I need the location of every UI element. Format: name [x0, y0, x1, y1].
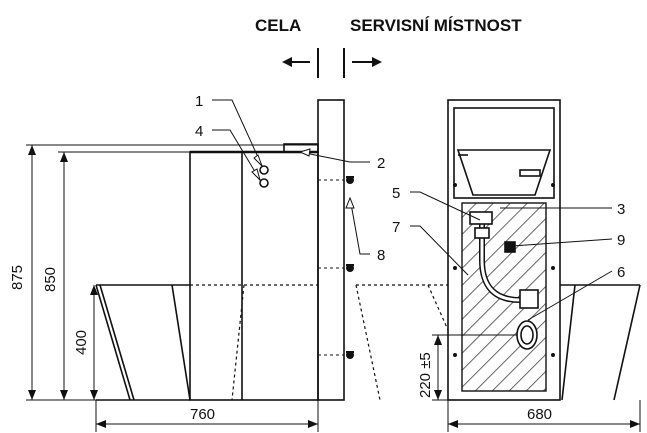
- callout-8: 8: [377, 247, 385, 264]
- service-unit-frame: [447, 99, 561, 401]
- callout-4: 4: [195, 123, 203, 140]
- wall-bolts: [346, 176, 354, 359]
- callout-5: 5: [392, 185, 400, 202]
- dim-220: 220 ±5: [417, 352, 434, 398]
- leader-arrowheads: [251, 148, 355, 209]
- leader-lines: [212, 99, 613, 321]
- callout-3: 3: [617, 201, 625, 218]
- valve-assembly: [469, 211, 539, 309]
- dim-680: 680: [527, 406, 552, 423]
- service-unit-holes: [453, 183, 555, 357]
- callout-7: 7: [392, 219, 400, 236]
- dim-875: 875: [9, 265, 26, 290]
- drain-pipe: [516, 320, 538, 350]
- service-unit-basin: [456, 149, 552, 196]
- direction-arrows: [282, 48, 382, 78]
- wall: [317, 99, 345, 401]
- header-cela: CELA: [255, 16, 301, 35]
- cell-toilet-pan: [95, 284, 318, 401]
- dim-760: 760: [190, 406, 215, 423]
- callout-1: 1: [195, 93, 203, 110]
- dimension-lines: [26, 144, 641, 432]
- callout-6: 6: [617, 264, 625, 281]
- header-servisni-mistnost: SERVISNÍ MÍSTNOST: [350, 16, 522, 35]
- control-buttons: [259, 165, 269, 188]
- cell-unit-body: [189, 143, 319, 401]
- dim-400: 400: [73, 330, 90, 355]
- callout-9: 9: [617, 232, 625, 249]
- callout-2: 2: [377, 155, 385, 172]
- service-side-pan: [355, 284, 641, 401]
- dim-850: 850: [42, 267, 59, 292]
